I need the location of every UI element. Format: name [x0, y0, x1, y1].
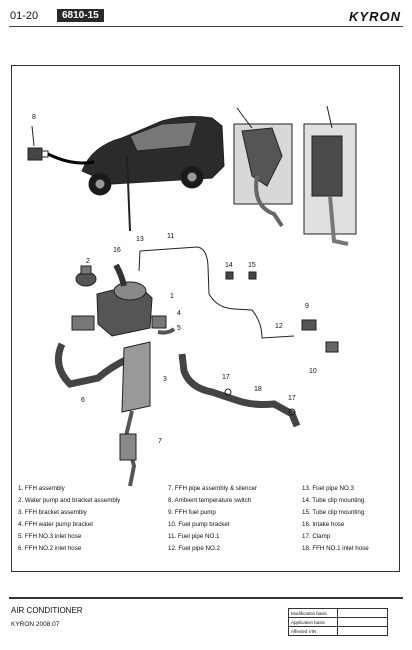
- callout-14: 14: [225, 262, 233, 269]
- installation-photo-left: [233, 107, 293, 228]
- brand-logo: KYRON: [349, 9, 401, 24]
- callout-3: 3: [163, 376, 167, 383]
- exploded-parts-diagram: 8 11 13 16 2 14 15 1 4 5 9 12 10 3 6 17 …: [27, 105, 357, 487]
- part-item: 8. Ambient temperature switch: [168, 497, 252, 504]
- callout-17b: 17: [288, 395, 296, 402]
- callout-8: 8: [32, 114, 36, 121]
- diagram-frame: 8 11 13 16 2 14 15 1 4 5 9 12 10 3 6 17 …: [11, 65, 400, 572]
- callout-15: 15: [248, 262, 256, 269]
- part-item: 6. FFH NO.2 inlet hose: [18, 545, 82, 552]
- part-item: 10. Fuel pump bracket: [168, 521, 230, 528]
- info-label: Affected VIN: [288, 626, 338, 636]
- part-item: 13. Fuel pipe NO.3: [302, 485, 354, 492]
- part-item: 16. Intake hose: [302, 521, 345, 528]
- callout-5: 5: [177, 325, 181, 332]
- part-item: 1. FFH assembly: [18, 485, 65, 492]
- info-value: [337, 608, 388, 618]
- callout-7: 7: [158, 438, 162, 445]
- part-item: 12. Fuel pipe NO.2: [168, 545, 220, 552]
- part-item: 14. Tube clip mounting: [302, 497, 365, 504]
- header-divider: [9, 26, 403, 27]
- page-header: 01-20 6810-15 KYRON: [9, 0, 403, 24]
- callout-4: 4: [177, 310, 181, 317]
- info-label: Application basis: [288, 617, 338, 627]
- installation-photo-right: [303, 105, 357, 246]
- callout-9: 9: [305, 303, 309, 310]
- ffh-assembly: [71, 281, 153, 337]
- info-value: [337, 626, 388, 636]
- callout-16: 16: [113, 247, 121, 254]
- callout-11: 11: [167, 233, 174, 240]
- section-code-badge: 6810-15: [57, 9, 104, 22]
- part-item: 7. FFH pipe assembly & silencer: [168, 485, 258, 492]
- part-item: 17. Clamp: [302, 533, 331, 540]
- ambient-temperature-switch: [27, 125, 95, 165]
- part-item: 9. FFH fuel pump: [168, 509, 216, 516]
- callout-12: 12: [275, 323, 283, 330]
- part-item: 15. Tube clip mounting: [302, 509, 365, 516]
- part-item: 2. Water pump and bracket assembly: [18, 497, 121, 504]
- footer-divider: [9, 597, 403, 599]
- callout-13: 13: [136, 236, 144, 243]
- part-item: 18. FFH NO.1 inlet hose: [302, 545, 369, 552]
- part-item: 4. FFH water pump bracket: [18, 521, 93, 528]
- section-title: AIR CONDITIONER: [11, 606, 83, 615]
- revision-info-table: Modification basis Application basis Aff…: [288, 608, 388, 636]
- water-pump: [75, 265, 97, 287]
- vehicle-illustration: [81, 116, 225, 196]
- info-value: [337, 617, 388, 627]
- version-label: KYRON 2008.07: [11, 621, 60, 628]
- part-item: 5. FFH NO.3 inlet hose: [18, 533, 82, 540]
- callout-6: 6: [81, 397, 85, 404]
- part-item: 11. Fuel pipe NO.1: [168, 533, 220, 540]
- callout-2: 2: [86, 258, 90, 265]
- info-label: Modification basis: [288, 608, 338, 618]
- callout-10: 10: [309, 368, 317, 375]
- callout-17a: 17: [222, 374, 230, 381]
- page-number: 01-20: [10, 10, 39, 22]
- callout-1: 1: [170, 293, 174, 300]
- part-item: 3. FFH bracket assembly: [18, 509, 87, 516]
- callout-18: 18: [254, 386, 262, 393]
